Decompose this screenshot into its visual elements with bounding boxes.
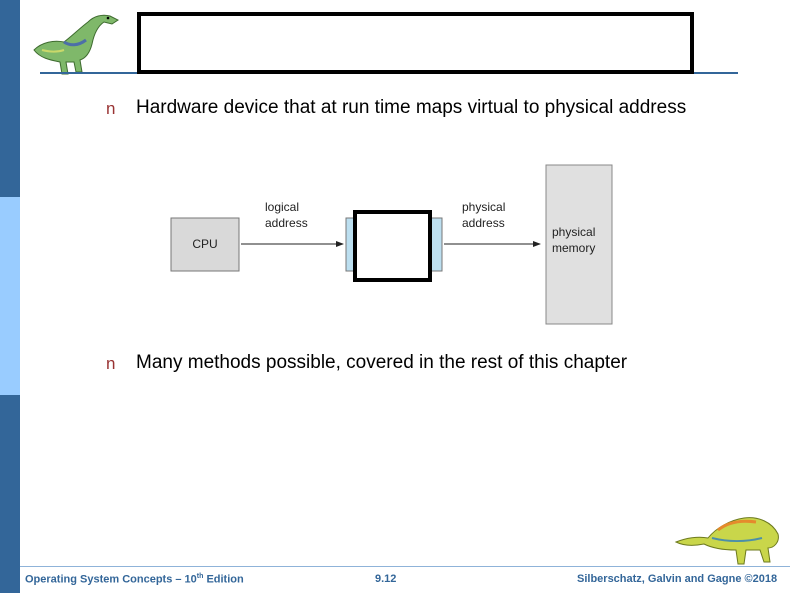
footer-book-title: Operating System Concepts – 10th Edition [25,573,244,586]
bullet-marker: n [106,354,116,373]
logical-label-2: address [265,216,308,230]
footer-authors: Silberschatz, Galvin and Gagne ©2018 [577,573,778,585]
cpu-box [170,217,240,272]
dinosaur-footer-icon [674,517,779,565]
bullet-text-1: Hardware device that at run time maps vi… [136,97,687,118]
footer-book: Operating System Concepts – 10 [25,573,197,586]
bullet-text-2: Many methods possible, covered in the re… [136,352,628,373]
memory-label-1: physical [552,225,595,239]
bullet-marker: n [106,99,116,118]
memory-label-2: memory [552,241,595,255]
footer-rule [20,566,790,567]
dinosaur-logo-icon [33,14,119,75]
mmu-box [353,210,432,282]
footer-page-number: 9.12 [375,573,397,585]
physical-memory-box [545,164,613,325]
cpu-label: CPU [192,237,217,251]
footer-book-sup: th [196,573,204,580]
sidebar-highlight [0,197,20,395]
slide-title [137,12,694,74]
physical-label-2: address [462,216,505,230]
physical-label-1: physical [462,200,505,214]
footer-book-suffix: Edition [203,573,244,586]
logical-label-1: logical [265,200,299,214]
